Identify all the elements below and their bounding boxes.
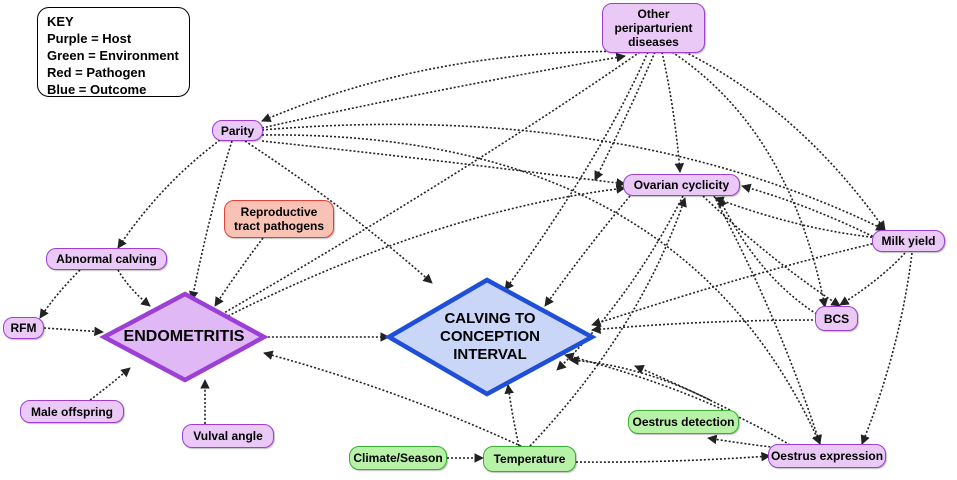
repro-pathogens-line2: tract pathogens [233, 219, 324, 233]
causal-arrow [591, 319, 818, 334]
oestrus-detection-label: Oestrus detection [632, 415, 735, 429]
causal-arrow [188, 140, 233, 301]
node-abnormal-calving: Abnormal calving [46, 248, 167, 270]
key-title: KEY [47, 14, 74, 29]
other-diseases-line3: diseases [628, 35, 679, 49]
causal-arrow [43, 326, 104, 337]
node-ovarian-cyclicity: Ovarian cyclicity [623, 174, 740, 196]
causal-arrow [594, 51, 656, 181]
key-green: Green = Environment [47, 48, 179, 63]
causal-arrow [564, 352, 791, 446]
causal-arrow [504, 384, 520, 447]
node-bcs: BCS [815, 306, 858, 331]
causal-arrow [684, 51, 886, 231]
male-offspring-label: Male offspring [30, 404, 113, 419]
oestrus-expression-label: Oestrus expression [770, 449, 884, 463]
causal-arrow [117, 269, 151, 307]
node-climate-season: Climate/Season [349, 446, 447, 470]
causal-arrow [261, 52, 626, 129]
causal-arrow [117, 139, 221, 249]
node-reproductive-tract-pathogens: Reproductive tract pathogens [224, 200, 334, 238]
node-oestrus-expression: Oestrus expression [768, 444, 886, 468]
node-rfm: RFM [3, 317, 44, 339]
causal-arrow [661, 51, 685, 173]
causal-arrow [741, 183, 881, 241]
other-diseases-line2: periparturient [614, 21, 693, 35]
causal-arrow [214, 237, 264, 307]
key-red: Red = Pathogen [47, 65, 146, 80]
causal-arrow [591, 241, 881, 327]
causal-arrow [211, 51, 641, 321]
cci-line3: INTERVAL [453, 346, 527, 363]
key-blue: Blue = Outcome [47, 82, 147, 97]
causal-arrow [713, 195, 822, 445]
causal-arrow [261, 50, 651, 123]
temperature-label: Temperature [493, 452, 566, 466]
node-oestrus-detection: Oestrus detection [628, 410, 739, 434]
vulval-angle-label: Vulval angle [193, 429, 263, 443]
abnormal-calving-label: Abnormal calving [56, 252, 157, 266]
causal-arrow [569, 355, 711, 401]
causal-arrow [529, 197, 687, 447]
causal-arrow [544, 195, 631, 307]
cci-label: CALVING TO CONCEPTION INTERVAL [400, 306, 580, 368]
causal-arrow [718, 197, 821, 317]
causal-arrow [839, 252, 906, 306]
causal-arrow [227, 184, 626, 317]
causal-arrow [504, 51, 649, 291]
edges-layer [39, 50, 913, 463]
cci-diamond [384, 277, 597, 397]
causal-arrow [714, 196, 881, 239]
causal-arrow [89, 367, 131, 401]
causal-arrow [860, 252, 913, 445]
node-milk-yield: Milk yield [872, 230, 945, 252]
ovarian-cyclicity-label: Ovarian cyclicity [633, 178, 730, 192]
climate-season-label: Climate/Season [353, 451, 443, 465]
node-vulval-angle: Vulval angle [182, 424, 274, 448]
causal-arrow [634, 364, 731, 411]
causal-arrow [261, 134, 821, 445]
causal-arrow [261, 140, 626, 188]
key-purple: Purple = Host [47, 31, 132, 46]
causal-arrow [671, 51, 829, 308]
causal-arrow [556, 195, 684, 371]
causal-arrow [702, 195, 841, 307]
node-other-periparturient-diseases: Other periparturient diseases [602, 3, 705, 53]
causal-arrow [244, 140, 433, 284]
parity-label: Parity [220, 123, 255, 138]
rfm-label: RFM [10, 321, 37, 335]
bcs-label: BCS [823, 311, 850, 326]
endometritis-diamond [99, 291, 269, 383]
repro-pathogens-line1: Reproductive [240, 205, 318, 219]
other-diseases-line1: Other [637, 7, 670, 21]
causal-arrow [575, 451, 771, 463]
cci-line2: CONCEPTION [439, 328, 540, 345]
node-parity: Parity [212, 120, 263, 141]
node-male-offspring: Male offspring [20, 400, 124, 423]
legend-key: KEY Purple = Host Green = Environment Re… [37, 7, 190, 97]
cci-line1: CALVING TO [444, 310, 536, 327]
milk-yield-label: Milk yield [881, 234, 936, 248]
endometritis-label: ENDOMETRITIS [123, 328, 245, 345]
causal-arrow [39, 269, 81, 319]
node-temperature: Temperature [483, 446, 576, 472]
